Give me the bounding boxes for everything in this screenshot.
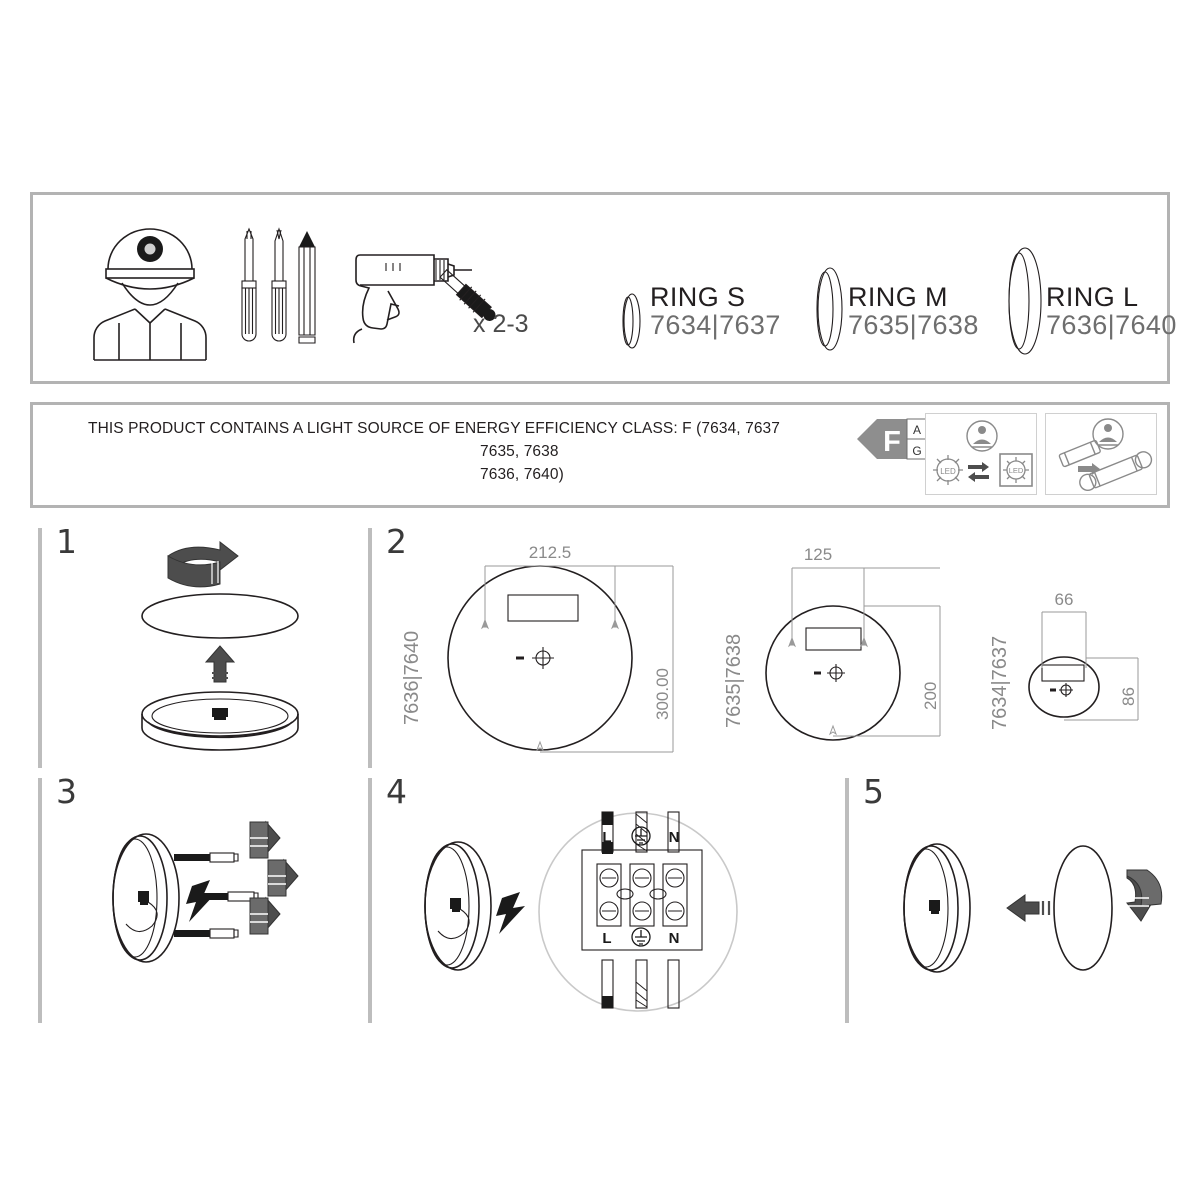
rotate-arrow-icon [167,540,239,588]
wall-plug-arrow-icon-2 [267,858,299,897]
terminal-top-L: L [602,829,611,846]
energy-text-line2: 7635, 7638 [480,443,559,460]
terminal-top-N: N [669,829,680,846]
earth-symbol-bottom [631,927,651,947]
ring-s-height-dim: 86 [1119,687,1138,706]
ring-m-label: RING M 7635|7638 [848,283,979,340]
energy-class-letter: F [883,426,901,458]
step-3-rule [38,778,42,1023]
step-4: 4 [368,772,808,1023]
screw-icon-1 [174,852,239,863]
ring-m-height-dim: 200 [921,682,940,710]
step-1-rule [38,528,42,768]
worker-with-helmet-icon [93,228,207,361]
step-3-illustration [112,820,299,963]
ring-s-dim-code: 7634|7637 [989,636,1011,730]
ring-s-code: 7634|7637 [650,310,781,341]
magnifier-circle-icon [538,812,738,1012]
cover-disc-icon [141,593,299,639]
ring-l-width-dim: 212.5 [529,543,572,562]
wall-plug-screw-icon [439,269,496,321]
quantity-label: x 2-3 [473,310,529,338]
terminal-block-icon: L N [581,811,703,1009]
step-2-number: 2 [386,522,407,561]
base-housing-icon [141,691,299,751]
ring-l-height-dim: 300.00 [653,668,672,720]
energy-text-line1: THIS PRODUCT CONTAINS A LIGHT SOURCE OF … [88,420,780,437]
screw-icon-2 [190,891,259,902]
base-plate-side-icon [112,833,180,963]
wall-plug-arrow-icon-1 [249,820,281,859]
ring-l-icon [1008,247,1042,355]
led-exchange-box: LED LED [925,413,1037,495]
screw-icon-3 [174,928,239,939]
led-module-exchange-icon: LED LED [933,420,1033,487]
ring-l-code: 7636|7640 [1046,310,1177,341]
step-4-illustration: L N [424,811,738,1012]
energy-scale-bottom: G [912,444,921,458]
step-2: 2 7636|7640 212.5 [368,522,1178,768]
ring-s-icon [622,293,641,349]
tube-lamp-exchange-icon [1058,418,1153,492]
earth-symbol-top [631,826,651,846]
lightning-bolt-icon [496,892,525,934]
led-text-right: LED [1009,466,1024,475]
energy-panel: THIS PRODUCT CONTAINS A LIGHT SOURCE OF … [30,402,1170,508]
step-3: 3 [38,772,358,1023]
ring-s-name: RING S [650,282,746,312]
ring-s-dimension-drawing: 7634|7637 66 86 [989,590,1139,730]
step-2-rule [368,528,372,768]
step-1-number: 1 [56,522,77,561]
ring-l-label: RING L 7636|7640 [1046,283,1177,340]
terminal-bottom-L: L [602,930,611,947]
left-arrow-icon [1006,894,1040,922]
step-4-number: 4 [386,772,407,811]
rotate-arrow-icon [1123,869,1163,922]
step-5-illustration [903,843,1163,973]
power-drill-icon [352,254,472,344]
ring-m-width-dim: 125 [804,545,832,564]
ring-m-dim-code: 7635|7638 [723,634,745,728]
step-1: 1 [38,522,358,768]
step-5: 5 [845,772,1175,1023]
ring-s-label: RING S 7634|7637 [650,283,781,340]
up-arrow-icon [204,645,236,683]
cover-disc-icon [1053,845,1113,971]
step-3-number: 3 [56,772,77,811]
step-1-illustration [141,540,299,751]
ring-l-name: RING L [1046,282,1139,312]
ring-m-name: RING M [848,282,948,312]
wall-plug-arrow-icon-3 [249,896,281,935]
energy-class-badge: F A G [857,418,928,460]
step-4-rule [368,778,372,1023]
step-5-number: 5 [863,772,884,811]
base-plate-side-icon [903,843,971,973]
terminal-bottom-N: N [669,930,680,947]
ring-m-icon [816,267,843,351]
tools-panel: x 2-3 RING S 7634|7637 RING M 7635|7638 … [30,192,1176,384]
ring-l-dim-code: 7636|7640 [401,631,423,725]
base-plate-side-icon [424,841,492,971]
ring-s-width-dim: 66 [1055,590,1074,609]
energy-scale-top: A [913,423,921,437]
energy-text-line3: 7636, 7640) [480,466,564,483]
led-text-left: LED [940,467,956,476]
tube-exchange-box [1045,413,1157,495]
ring-l-dimension-drawing: 7636|7640 212.5 [401,543,674,753]
ring-m-dimension-drawing: 7635|7638 125 [723,545,941,741]
ring-m-code: 7635|7638 [848,310,979,341]
lightning-bolt-icon [186,880,215,922]
phillips-screwdriver-icon [241,227,316,344]
step-5-rule [845,778,849,1023]
